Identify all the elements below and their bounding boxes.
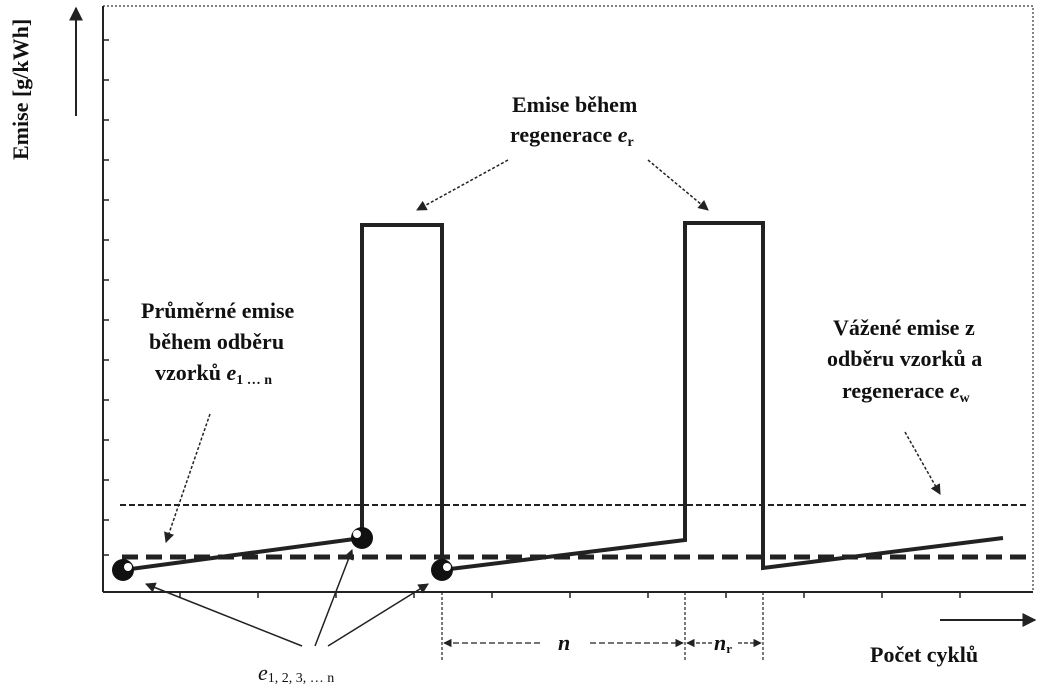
regeneration-label-line1: Emise během xyxy=(512,92,637,117)
interval-n-label: n xyxy=(558,630,570,655)
y-axis-label: Emise [g/kWh] xyxy=(8,19,33,160)
interval-nr-label: nr xyxy=(714,630,732,656)
regeneration-arrow-left xyxy=(416,159,509,211)
points-arrow-3 xyxy=(327,583,429,647)
weighted-label-line2: odběru vzorků a xyxy=(827,346,982,371)
x-axis-label: Počet cyklů xyxy=(870,642,978,667)
weighted-arrow xyxy=(904,431,941,495)
regeneration-arrow-right xyxy=(647,159,709,211)
average-label-line1: Průměrné emise xyxy=(141,298,295,323)
sample-point-2 xyxy=(351,527,373,549)
emission-profile xyxy=(122,221,1004,573)
sample-point-1 xyxy=(112,559,134,581)
regeneration-label-line2: regenerace er xyxy=(510,122,634,150)
average-label-line3: vzorků e1 … n xyxy=(155,360,272,388)
y-axis-ticks xyxy=(103,39,109,556)
points-arrow-1 xyxy=(145,582,303,647)
points-label: e1, 2, 3, … n xyxy=(258,660,334,685)
weighted-label-line1: Vážené emise z xyxy=(833,315,975,340)
sample-point-3 xyxy=(431,559,453,581)
points-arrow-2 xyxy=(314,549,354,647)
average-arrow xyxy=(164,413,211,543)
average-label-line2: během odběru xyxy=(149,329,284,354)
weighted-label-line3: regenerace ew xyxy=(842,378,970,406)
